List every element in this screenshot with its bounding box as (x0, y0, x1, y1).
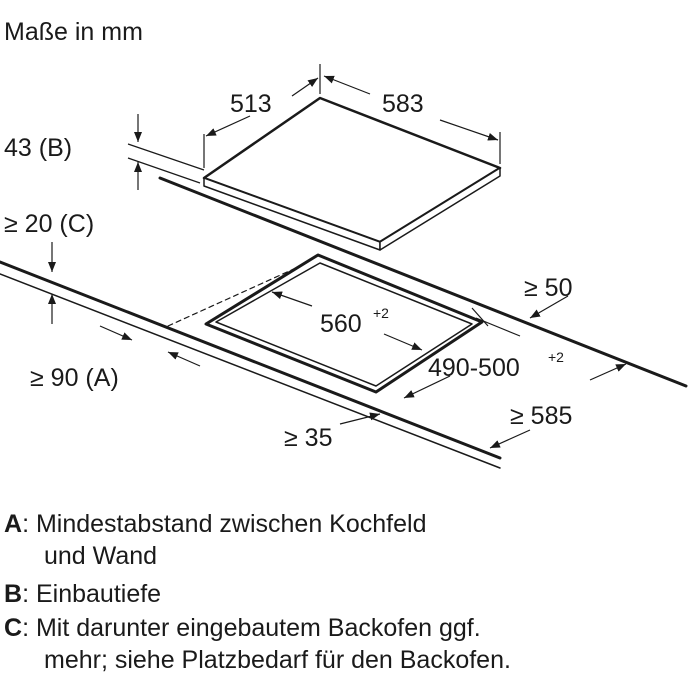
dim-35-arrow (339, 412, 381, 425)
dim-490-arrow (403, 375, 451, 399)
label-worktop-depth: ≥ 585 (510, 402, 572, 430)
label-cutout-width: 560 (320, 310, 362, 338)
legend-key-a: A (4, 510, 23, 538)
label-cutout-depth: 490-500 (428, 354, 520, 382)
dim-513-line (205, 115, 251, 137)
dim-583-line2 (439, 119, 499, 141)
hob-top-surface (202, 96, 502, 244)
dim-560-arrow-left (271, 291, 313, 307)
dim-90-arrow-left (99, 325, 133, 341)
worktop-front-edge-bottom (0, 273, 501, 469)
dimension-lines (48, 64, 627, 449)
dim-560-arrow-right (383, 333, 423, 351)
label-wall-distance: ≥ 90 (A) (30, 364, 119, 392)
dim-43-ext-top (127, 143, 205, 171)
installation-dimension-drawing: 513 583 43 (B) ≥ 20 (C) ≥ 90 (A) 560 +2 … (0, 64, 688, 469)
dim-585-arrow-bottom (489, 429, 531, 449)
label-cutout-width-tolerance: +2 (373, 305, 389, 321)
dim-50-arrow (529, 295, 569, 319)
legend-text-a-line1: Mindestabstand zwischen Kochfeld (35, 510, 427, 538)
legend-key-c: C (4, 614, 23, 642)
legend-key-b: B (4, 580, 23, 608)
legend-text-a-line2: und Wand (44, 542, 158, 570)
page-title: Maße in mm (4, 18, 143, 46)
legend-item-b: B: Einbautiefe (4, 580, 162, 608)
legend-item-c: C: Mit darunter eingebautem Backofen ggf… (4, 614, 511, 674)
worktop (0, 176, 688, 469)
legend-item-a: A: Mindestabstand zwischen Kochfeld und … (4, 510, 427, 570)
dim-513-line2 (291, 77, 319, 97)
dim-585-arrow-top (589, 363, 627, 381)
legend-text-b-line1: Einbautiefe (35, 580, 162, 608)
label-hob-depth: 513 (230, 90, 272, 118)
label-top-clearance: ≥ 20 (C) (4, 210, 94, 238)
dim-490-arrow2 (471, 307, 489, 327)
legend-text-c-line2: mehr; siehe Platzbedarf für den Backofen… (44, 646, 511, 674)
hob (202, 96, 502, 251)
label-installation-depth: 43 (B) (4, 134, 72, 162)
dim-583-line (323, 75, 371, 95)
worktop-front-edge-top (0, 260, 502, 460)
label-cutout-depth-tolerance: +2 (548, 349, 564, 365)
label-front-clearance: ≥ 35 (284, 424, 332, 452)
hob-right-side (379, 167, 501, 251)
legend-text-c-line1: Mit darunter eingebautem Backofen ggf. (35, 614, 481, 642)
worktop-back-edge (158, 176, 688, 388)
label-hob-width: 583 (382, 90, 424, 118)
label-rear-clearance: ≥ 50 (524, 274, 572, 302)
dim-90-arrow-right (167, 351, 201, 367)
